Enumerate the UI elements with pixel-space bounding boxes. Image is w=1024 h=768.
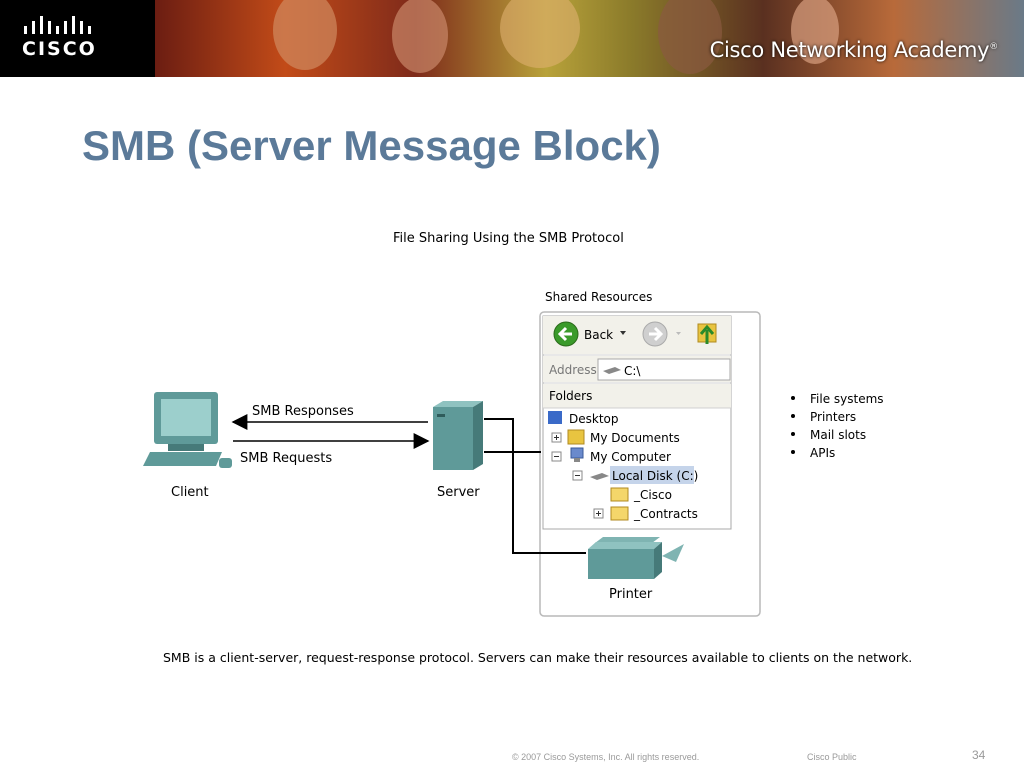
drive-icon [603,367,621,374]
tree-item-desktop[interactable]: Desktop [548,411,619,426]
shared-resources-label: Shared Resources [545,290,652,304]
page-number: 34 [972,748,986,762]
logo-wordmark: CISCO [22,38,97,60]
desktop-icon [548,411,562,424]
list-item: APIs [810,446,835,460]
forward-dropdown-icon [676,332,681,335]
tree-item-contracts[interactable]: _Contracts [593,506,698,521]
address-label: Address [549,363,597,377]
client-label: Client [171,485,209,500]
server-label: Server [437,485,480,500]
back-label: Back [584,328,613,342]
back-button[interactable]: Back [553,321,626,347]
tree-item-cisco[interactable]: _Cisco [610,487,672,502]
smb-requests-label: SMB Requests [240,451,332,466]
server-icon [433,401,483,470]
explorer-window: Back Address C:\ Folders Desktop [542,315,732,530]
academy-title: Cisco Networking Academy® [709,38,999,62]
footer-copyright: © 2007 Cisco Systems, Inc. All rights re… [512,752,700,762]
folder-icon [610,506,629,521]
tree-item-my-computer[interactable]: My Computer [551,447,671,464]
list-item: File systems [810,392,884,406]
client-computer-icon [143,392,232,468]
forward-arrow-icon [649,326,664,342]
folder-icon [610,487,629,502]
back-dropdown-icon [620,331,626,335]
smb-responses-label: SMB Responses [252,404,354,419]
cisco-logo: CISCO [0,0,155,77]
address-field[interactable] [597,358,731,381]
back-arrow-icon [557,326,572,342]
computer-icon [570,447,584,459]
documents-folder-icon [567,429,585,445]
address-value: C:\ [624,364,641,378]
up-folder-button[interactable] [697,323,717,344]
list-item: Printers [810,410,856,424]
tree-label: Desktop [569,412,619,426]
resource-types-list: File systems Printers Mail slots APIs [791,392,884,460]
tree-label: Local Disk (C:) [612,469,698,483]
tree-label: My Documents [590,431,680,445]
tree-item-my-documents[interactable]: My Documents [551,429,680,445]
banner-photo-collage [155,0,1024,77]
drive-icon [590,473,609,480]
tree-item-local-disk[interactable]: Local Disk (C:) [572,466,698,484]
tree-label: My Computer [590,450,671,464]
header-banner: CISCO Cisco Networking Academy® [0,0,1024,77]
tree-label: _Cisco [633,488,672,502]
server-printer-link [484,418,586,554]
cisco-bars-icon [24,16,91,34]
printer-icon [588,537,684,579]
footer-classification: Cisco Public [807,752,857,762]
diagram-title: File Sharing Using the SMB Protocol [393,231,624,246]
slide-title: SMB (Server Message Block) [82,122,661,169]
folders-label: Folders [549,389,592,403]
tree-label: _Contracts [633,507,698,521]
diagram-caption: SMB is a client-server, request-response… [163,650,913,665]
printer-label: Printer [609,587,653,602]
list-item: Mail slots [810,428,866,442]
forward-button[interactable] [642,321,681,347]
selected-highlight [610,466,694,484]
